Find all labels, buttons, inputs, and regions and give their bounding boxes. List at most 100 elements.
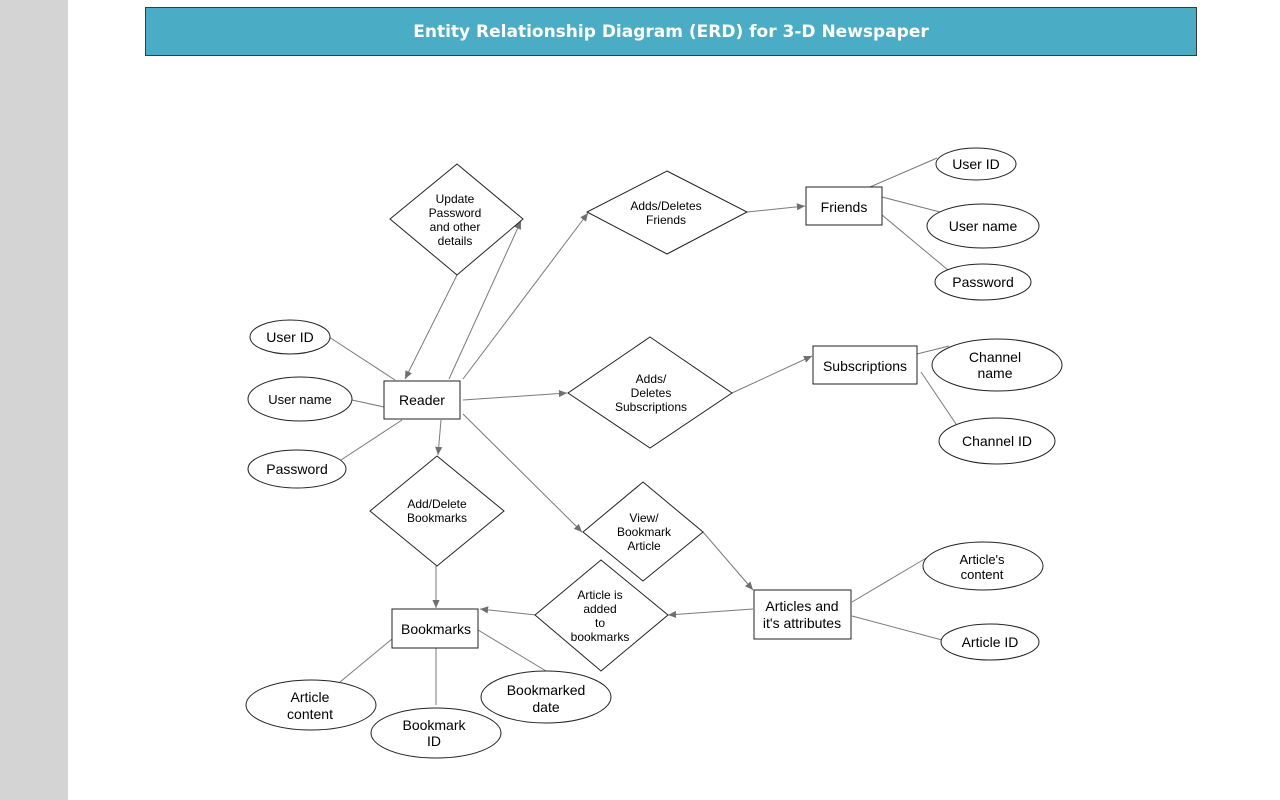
relationship-view-bookmark-article-label-line: Bookmark (617, 525, 672, 539)
relationship-article-added-label-line: bookmarks (571, 630, 630, 644)
connector-articles-content (851, 556, 929, 603)
relationship-add-delete-bookmarks-label-line: Add/Delete (407, 497, 467, 511)
attribute-bookmarked-date-label-line: date (532, 699, 559, 715)
attribute-article-content-label-line: content (961, 567, 1004, 582)
title-bar: Entity Relationship Diagram (ERD) for 3-… (145, 7, 1197, 56)
connector-reader-userid (328, 336, 396, 381)
relationship-update-password-label-line: and other (430, 220, 481, 234)
connector-reader-to-view-rel (462, 413, 583, 533)
connector-reader-to-friends-rel (462, 212, 589, 380)
relationship-article-added-label-line: to (595, 616, 605, 630)
connector-friends-password (881, 214, 949, 271)
connector-friends-rel-to-friends (746, 203, 806, 213)
connector-subs-rel-to-subs (731, 355, 813, 394)
connector-subs-channelname (916, 345, 950, 355)
attribute-bookmarked-date-label-line: Bookmarked (507, 682, 586, 698)
attribute-bookmark-id (370, 707, 502, 759)
attribute-channel-name (931, 338, 1063, 392)
attribute-article-id-label: Article ID (962, 634, 1019, 650)
relationship-adds-deletes-subscriptions-label-line: Deletes (631, 386, 672, 400)
relationship-add-delete-bookmarks-label-line: Bookmarks (407, 511, 467, 525)
entity-reader (383, 380, 461, 420)
connector-articles-to-added-rel (667, 608, 754, 619)
connector-view-rel-to-articles (702, 531, 754, 591)
attribute-channel-name-label-line: Channel (969, 349, 1021, 365)
attribute-reader-user-id (249, 319, 331, 355)
entity-friends (805, 186, 883, 226)
attribute-friends-password (934, 263, 1032, 301)
relationship-update-password-label-line: Update (436, 192, 475, 206)
relationship-article-added-label-line: added (583, 602, 616, 616)
attribute-friends-password-label: Password (952, 274, 1013, 290)
attribute-friends-user-id (935, 147, 1017, 181)
attribute-reader-user-name-label: User name (268, 392, 332, 407)
entity-bookmarks-label: Bookmarks (401, 621, 471, 637)
entity-friends-label: Friends (821, 199, 868, 215)
connector-bookmarks-article-content (339, 638, 393, 683)
connector-articles-id (851, 615, 943, 641)
attribute-article-id (940, 623, 1040, 661)
connector-reader-to-bookmarks-rel (435, 419, 443, 456)
attribute-bookmarked-date (480, 670, 612, 724)
relationship-adds-deletes-subscriptions-label-line: Subscriptions (615, 400, 687, 414)
relationship-adds-deletes-subscriptions-label-line: Adds/ (636, 372, 667, 386)
connectors (328, 157, 957, 705)
attribute-bookmark-id-label-line: ID (427, 733, 441, 749)
entity-subscriptions (812, 345, 918, 385)
connector-reader-to-subs-rel (462, 389, 568, 401)
entity-articles (753, 589, 852, 640)
attribute-reader-user-name (247, 376, 353, 422)
connector-bookmarks-date (477, 629, 547, 672)
entity-bookmarks (391, 608, 479, 649)
attribute-bookmark-article-content (245, 679, 377, 731)
relationship-update-password-label-line: Password (429, 206, 482, 220)
entity-articles-label-line: Articles and (765, 598, 838, 614)
relationship-adds-deletes-friends-label-line: Friends (646, 213, 686, 227)
connector-update-to-reader (404, 274, 458, 380)
relationship-article-added-label-line: Article is (577, 588, 622, 602)
attribute-reader-password-label: Password (266, 461, 327, 477)
attribute-article-content (922, 541, 1044, 591)
connector-reader-password (340, 419, 403, 461)
page-title: Entity Relationship Diagram (ERD) for 3-… (413, 21, 929, 42)
relationship-view-bookmark-article (582, 481, 704, 582)
relationship-update-password-label-line: details (438, 234, 473, 248)
relationship-view-bookmark-article-label-line: View/ (629, 511, 659, 525)
attribute-bookmark-article-content-label-line: content (287, 706, 333, 722)
attribute-bookmark-article-content-label-line: Article (291, 689, 330, 705)
relationship-view-bookmark-article-label-line: Article (627, 539, 661, 553)
attribute-friends-user-name-label: User name (949, 218, 1018, 234)
relationship-add-delete-bookmarks (369, 455, 505, 567)
left-gutter (0, 0, 68, 800)
connector-added-rel-to-bookmarks (479, 606, 537, 616)
attribute-bookmark-id-label-line: Bookmark (402, 717, 466, 733)
connector-reader-to-update (448, 220, 522, 380)
attribute-friends-user-id-label: User ID (952, 156, 999, 172)
attribute-reader-user-id-label: User ID (266, 329, 313, 345)
entity-articles-label-line: it's attributes (763, 615, 841, 631)
relationship-adds-deletes-friends-label-line: Adds/Deletes (630, 199, 701, 213)
attribute-reader-password (247, 449, 347, 489)
relationship-update-password (389, 163, 524, 276)
connector-subs-channelid (920, 371, 957, 425)
entity-subscriptions-label: Subscriptions (823, 358, 907, 374)
connector-reader-username (351, 399, 385, 408)
entity-reader-label: Reader (399, 392, 445, 408)
attribute-channel-name-label-line: name (977, 365, 1012, 381)
attribute-friends-user-name (926, 203, 1040, 249)
connector-friends-userid (869, 157, 938, 188)
relationship-adds-deletes-subscriptions (567, 336, 733, 449)
